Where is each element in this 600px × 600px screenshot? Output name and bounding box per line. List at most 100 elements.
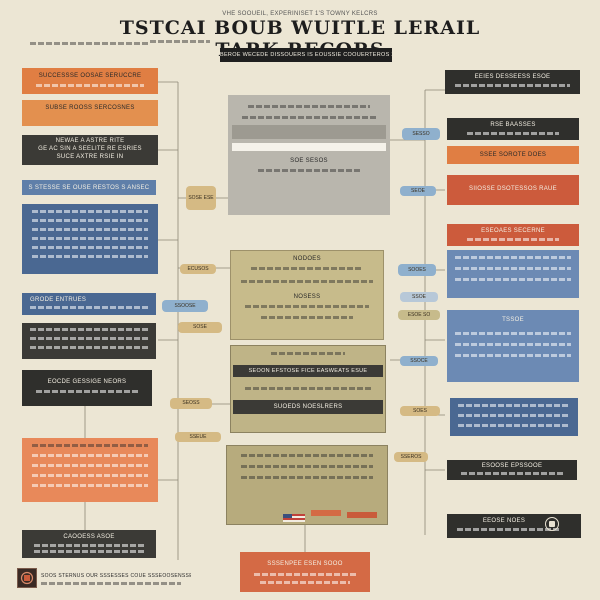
right-box-7 <box>450 398 578 436</box>
left-box-charcoal-lines <box>30 328 148 331</box>
emblem-icon <box>545 517 559 531</box>
left-box-9-lines <box>34 544 144 547</box>
header-subtitle: VHE SOOUEIL, EXPERINISET 1'S TOWNY KELCR… <box>222 11 378 17</box>
center-panel-bottom-lines <box>241 476 373 479</box>
right-box-7-lines <box>458 424 570 427</box>
left-box-9-title: CAOOESS ASOE <box>63 534 115 540</box>
center-panel-lower-lines <box>245 387 371 390</box>
center-panel-mid-lines <box>261 316 353 319</box>
left-box-8-lines <box>32 474 148 477</box>
center-panel-top-lines <box>258 169 360 172</box>
center-label-1: SOE SESOS <box>290 158 328 164</box>
right-box-3-title: SSEE SOROTE DOES <box>479 152 547 158</box>
center-bottom-tag-label: SSSENPEE ESEN SOOO <box>267 561 343 567</box>
header-tagline: BEROE WECEDE DISSOUERS IS EOUSSIE COOUER… <box>220 48 392 62</box>
left-box-3-line-1: NEWAE A ASTRE RITE <box>55 138 125 144</box>
right-box-1: EEIES DESSEESS ESOE <box>445 70 580 94</box>
right-box-1-title: EEIES DESSEESS ESOE <box>474 74 551 80</box>
left-box-7: EOCDE GESSIGE NEORS <box>22 370 152 406</box>
right-box-4: SIIOSSE DSOTESSOS RAUE <box>447 175 579 205</box>
left-box-8-lines <box>32 444 148 447</box>
left-box-5-title: GRODE ENTRUES <box>30 297 87 303</box>
left-box-charcoal <box>22 323 156 359</box>
left-box-3-line-3: SUCE AXTRE RSIE IN <box>56 154 124 160</box>
center-panel-mid-lines <box>245 305 369 308</box>
left-box-2-title: SUBSE ROOSS SERCOSNES <box>45 105 135 111</box>
right-box-9-title: EEOSE NOES <box>482 518 526 524</box>
right-box-4-title: SIIOSSE DSOTESSOS RAUE <box>469 186 557 192</box>
connector-tag-9: SOOES <box>398 264 436 276</box>
right-box-6-title: TSSOE <box>502 317 524 323</box>
right-box-blue-1-lines <box>455 267 571 270</box>
center-panel-mid-lines <box>241 280 373 283</box>
right-box-1-lines <box>455 84 570 87</box>
connector-tag-6: SSEUE <box>175 432 221 442</box>
center-panel-top-lines <box>242 116 376 119</box>
center-label-4: SEOON EFSTOSE FICE EASWEATS ESUE <box>233 365 383 377</box>
left-box-8 <box>22 438 158 502</box>
connector-tag-1: SOSE ESE <box>186 186 216 210</box>
left-box-6-lines <box>32 237 148 240</box>
center-bottom-tag-lines <box>260 581 350 584</box>
left-box-4-title: S STESSE SE OUSE RESTOS S ANSEC <box>28 185 150 191</box>
left-box-9-lines <box>34 550 144 553</box>
connector-tag-13: SOES <box>400 406 440 416</box>
right-box-blue-1-lines <box>455 278 571 281</box>
right-box-2-title: RSE BAASSES <box>490 122 536 128</box>
right-box-6: TSSOE <box>447 310 579 382</box>
left-box-7-lines <box>36 390 138 393</box>
right-box-blue-1 <box>447 250 579 298</box>
left-box-8-lines <box>32 464 148 467</box>
seal-icon <box>17 568 37 588</box>
left-box-6-lines <box>32 210 148 213</box>
left-box-charcoal-lines <box>30 346 148 349</box>
right-box-5-lines <box>467 238 559 241</box>
header-fine-print <box>30 42 150 45</box>
left-box-1-title: SUCCESSSE OOSAE SERUCCRE <box>38 73 142 79</box>
left-box-6 <box>22 204 158 274</box>
right-box-3: SSEE SOROTE DOES <box>447 146 579 164</box>
left-box-charcoal-lines <box>30 337 148 340</box>
center-panel-bottom-lines <box>241 454 373 457</box>
right-box-6-lines <box>455 354 571 357</box>
bottom-caption: SOOS STERNUS OUR SSSESSES COUE SSSEOOSEN… <box>41 573 191 579</box>
connector-tag-8: SEOE <box>400 186 436 196</box>
left-box-2: SUBSE ROOSS SERCOSNES <box>22 100 158 126</box>
center-bottom-tag-lines <box>254 573 356 576</box>
center-label-2: NODOES <box>293 256 321 262</box>
right-box-7-lines <box>458 414 570 417</box>
bottom-caption-lines <box>41 582 181 585</box>
left-box-6-lines <box>32 255 148 258</box>
right-box-8-title: ESOOSE EPSSOOE <box>481 463 543 469</box>
left-box-5: GRODE ENTRUES <box>22 293 156 315</box>
center-panel-mid: NODOES NOSESS <box>230 250 384 340</box>
center-label-3: NOSESS <box>293 294 321 300</box>
connector-tag-5: SEOSS <box>170 398 212 409</box>
flag-icon <box>283 514 305 522</box>
center-panel-bottom-lines <box>241 465 373 468</box>
right-box-8: ESOOSE EPSSOOE <box>447 460 577 480</box>
left-box-1-lines <box>36 84 144 87</box>
left-box-8-lines <box>32 484 148 487</box>
right-box-8-lines <box>461 472 563 475</box>
right-box-2-lines <box>467 132 559 135</box>
center-panel-mid-lines <box>251 267 363 270</box>
left-box-7-title: EOCDE GESSIGE NEORS <box>47 379 127 385</box>
center-panel-lower-lines <box>271 352 345 355</box>
left-box-5-lines <box>30 306 148 309</box>
left-box-8-lines <box>32 454 148 457</box>
left-box-6-lines <box>32 219 148 222</box>
right-box-5-title: ESEOAES SECERNE <box>481 228 545 234</box>
right-box-6-lines <box>455 343 571 346</box>
center-panel-top-highlight <box>232 143 386 151</box>
right-box-7-lines <box>458 404 570 407</box>
right-box-2: RSE BAASSES <box>447 118 579 140</box>
left-box-6-lines <box>32 246 148 249</box>
header-fine-print <box>150 40 210 43</box>
connector-tag-14: SSEROS <box>394 452 428 462</box>
center-panel-bottom-accent <box>347 512 377 518</box>
left-box-1: SUCCESSSE OOSAE SERUCCRE <box>22 68 158 94</box>
connector-tag-3: SSOOSE <box>162 300 208 312</box>
left-box-6-lines <box>32 228 148 231</box>
left-box-3-line-2: GE AC SIN A SEELITE RE ESRIES <box>38 146 142 152</box>
